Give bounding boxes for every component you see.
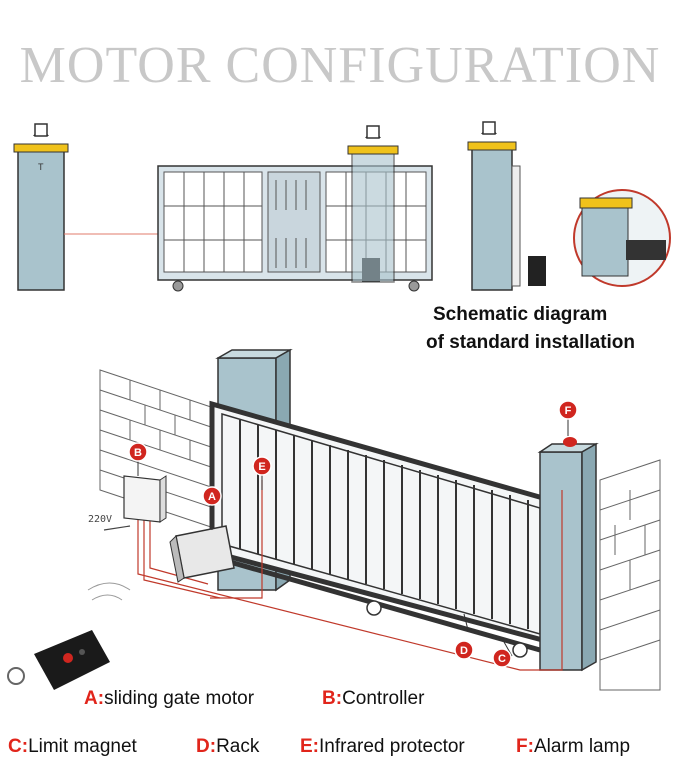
svg-text:A: A bbox=[208, 491, 216, 503]
svg-text:T: T bbox=[38, 162, 44, 172]
alarm-lamp bbox=[563, 437, 577, 447]
sliding-gate bbox=[157, 165, 433, 292]
gate-frame bbox=[209, 400, 553, 658]
svg-text:E: E bbox=[258, 461, 265, 473]
right-brick-wall bbox=[599, 459, 661, 691]
remote-control bbox=[7, 582, 131, 690]
right-gate-pillar bbox=[537, 437, 599, 672]
page-title: MOTOR CONFIGURATION bbox=[19, 37, 661, 94]
caption-line-2: of standard installation bbox=[426, 332, 636, 353]
gate-motor bbox=[169, 525, 235, 583]
legend-item-e: E:Infrared protector bbox=[300, 736, 465, 757]
legend-item-b: B:Controller bbox=[322, 688, 425, 709]
legend-item-a: A:sliding gate motor bbox=[84, 688, 255, 709]
top-illustration: T bbox=[13, 121, 671, 292]
svg-text:F: F bbox=[565, 405, 572, 417]
svg-text:B: B bbox=[134, 447, 142, 459]
voltage-label: 220V bbox=[88, 514, 112, 525]
badge-a: A bbox=[202, 486, 222, 530]
legend-item-d: D:Rack bbox=[196, 736, 260, 757]
installation-illustration: 220V B E A F D C bbox=[7, 348, 661, 691]
left-pillar: T bbox=[13, 123, 69, 291]
controller-box bbox=[123, 475, 167, 523]
middle-pillar bbox=[347, 125, 399, 283]
badge-f: F bbox=[558, 400, 578, 436]
detail-magnifier bbox=[573, 189, 671, 287]
side-view-pillar bbox=[467, 121, 546, 291]
badge-d: D bbox=[454, 613, 474, 660]
legend-item-c: C:Limit magnet bbox=[8, 736, 137, 757]
badge-e: E bbox=[252, 456, 272, 490]
badge-c: C bbox=[492, 641, 513, 668]
badge-b: B bbox=[128, 442, 148, 476]
svg-text:C: C bbox=[498, 653, 506, 665]
legend-item-f: F:Alarm lamp bbox=[516, 736, 631, 757]
wiring bbox=[103, 480, 563, 671]
caption-line-1: Schematic diagram bbox=[433, 304, 608, 325]
svg-text:D: D bbox=[460, 645, 468, 657]
